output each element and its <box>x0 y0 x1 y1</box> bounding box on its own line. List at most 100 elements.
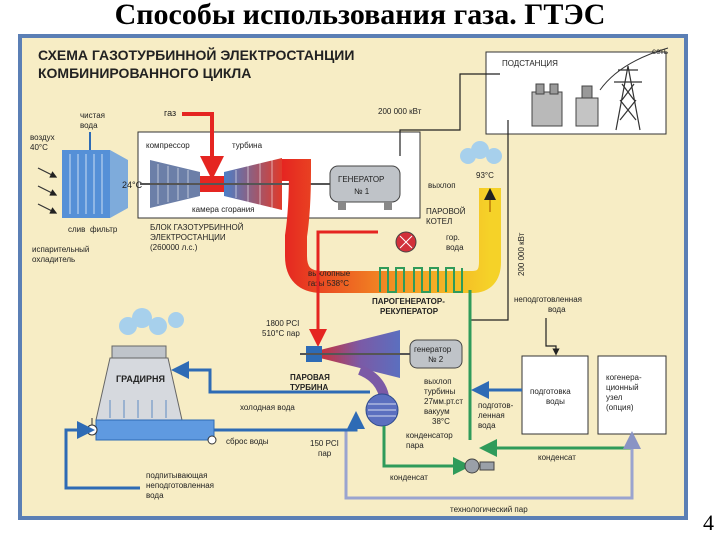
turbine-label: турбина <box>232 141 263 150</box>
gt-block-label-1: БЛОК ГАЗОТУРБИННОЙ <box>150 223 244 232</box>
condenser <box>357 365 399 427</box>
makeup-water-label-3: вода <box>146 491 164 500</box>
generator2-label-1: генератор <box>414 345 452 354</box>
turbine-exhaust-label-5: 38°C <box>432 417 450 426</box>
prepared-water-label-3: вода <box>478 421 496 430</box>
air-arrows <box>37 167 58 214</box>
temp-24-label: 24°C <box>122 180 143 190</box>
hrsg-label-1: ПАРОГЕНЕРАТОР- <box>372 297 445 306</box>
clean-water-label-1: чистая <box>80 111 105 120</box>
exhaust-duct <box>282 159 501 293</box>
power-line-gen2 <box>470 120 509 321</box>
power-pylon-icon <box>614 65 642 131</box>
gas-label: газ <box>164 108 176 118</box>
untreated-water-line <box>545 318 560 356</box>
exhaust-gases-label-1: выхлопные <box>308 269 351 278</box>
generator1-label-1: ГЕНЕРАТОР <box>338 175 384 184</box>
prepared-water-label-1: подготов- <box>478 401 514 410</box>
gt-block-label-2: ЭЛЕКТРОСТАНЦИИ <box>150 233 226 242</box>
transformer-icon-2 <box>575 85 599 127</box>
slide-title: Способы использования газа. ГТЭС <box>114 0 606 31</box>
diagram-heading-line1: СХЕМА ГАЗОТУРБИННОЙ ЭЛЕКТРОСТАНЦИИ <box>38 46 354 63</box>
gas-inlet-pipe <box>182 112 224 180</box>
condenser-label-2: пара <box>406 441 424 450</box>
cooling-tower-cloud-icon <box>119 308 184 335</box>
cooling-tower-label: ГРАДИРНЯ <box>116 374 165 384</box>
hot-return-line <box>171 361 370 394</box>
air-temp-label: 40°C <box>30 143 48 152</box>
condenser-label-1: конденсатор <box>406 431 453 440</box>
hrsg-label-2: РЕКУПЕРАТОР <box>380 307 439 316</box>
combustion-label: камера сгорания <box>192 205 255 214</box>
water-prep-box <box>521 355 589 435</box>
steam-150-label-1: 150 PCI <box>310 439 339 448</box>
air-label: воздух <box>30 133 55 142</box>
turbine-exhaust-label-2: турбины <box>424 387 456 396</box>
steam-boiler-label-2: КОТЕЛ <box>426 217 452 226</box>
turbine-exhaust-label-4: вакуум <box>424 407 450 416</box>
substation-label: ПОДСТАНЦИЯ <box>502 59 558 68</box>
filter-label: фильтр <box>90 225 118 234</box>
diagram-heading-line2: КОМБИНИРОВАННОГО ЦИКЛА <box>38 65 251 81</box>
condensate-label: конденсат <box>390 473 428 482</box>
hot-water-label-1: гор. <box>446 233 460 242</box>
power-label-gen2: 200 000 кВт <box>517 232 526 276</box>
evaporative-cooler <box>62 150 128 218</box>
process-steam-line <box>344 430 641 500</box>
hrsg-coils <box>379 267 463 293</box>
exhaust-gases-label-2: газы 538°C <box>308 279 349 288</box>
water-discharge-label: сброс воды <box>226 437 269 446</box>
makeup-water-label-2: неподготовленная <box>146 481 214 490</box>
generator1-label-2: № 1 <box>354 187 370 196</box>
steam-boiler-label-1: ПАРОВОЙ <box>426 207 466 216</box>
power-line-gen1 <box>399 73 500 156</box>
exhaust-temp-label: 93°C <box>476 171 494 180</box>
cogeneration-box <box>597 355 667 435</box>
water-prep-label-2: воды <box>546 397 565 406</box>
cogeneration-label-1: когенера- <box>606 373 642 382</box>
pump-icon <box>464 458 495 474</box>
power-label-gen1: 200 000 кВт <box>378 107 422 116</box>
exhaust-label: выхлоп <box>428 181 456 190</box>
exhaust-cloud-icon <box>460 141 502 164</box>
cooling-tower <box>95 345 215 441</box>
transformer-icon <box>531 83 563 127</box>
steam-1800-pipe <box>309 230 378 347</box>
evap-cooler-label-1: испарительный <box>32 245 89 254</box>
water-prep-label-1: подготовка <box>530 387 571 396</box>
grid-line <box>599 47 669 91</box>
prepared-water-label-2: ленная <box>478 411 505 420</box>
turbine-exhaust-label-1: выхлоп <box>424 377 452 386</box>
untreated-water-label-2: вода <box>548 305 566 314</box>
cold-water-label: холодная вода <box>240 403 295 412</box>
process-steam-label: технологический пар <box>450 505 528 514</box>
gas-turbine <box>140 158 330 210</box>
discharge-valve-icon <box>207 435 217 445</box>
steam-turbine-label-1: ПАРОВАЯ <box>290 373 330 382</box>
turbine-exhaust-label-3: 27мм.рт.ст <box>424 397 463 406</box>
gt-block-label-3: (260000 л.с.) <box>150 243 198 252</box>
generator-1 <box>329 165 401 210</box>
condensate-label-right: конденсат <box>538 453 576 462</box>
drain-label: слив <box>68 225 85 234</box>
generator-2 <box>409 339 463 369</box>
compressor-label: компрессор <box>146 141 190 150</box>
evap-cooler-label-2: охладитель <box>32 255 75 264</box>
steam-boiler <box>395 231 417 253</box>
generator2-label-2: № 2 <box>428 355 444 364</box>
makeup-water-label-1: подпитывающая <box>146 471 207 480</box>
clean-water-label-2: вода <box>80 121 98 130</box>
steam-1800-label-1: 1800 PCI <box>266 319 299 328</box>
steam-150-label-2: пар <box>318 449 332 458</box>
cogeneration-label-3: узел <box>606 393 623 402</box>
page-number: 4 <box>703 510 714 535</box>
cold-water-line <box>214 411 365 432</box>
grid-label: сеть <box>652 47 668 56</box>
cogeneration-label-2: ционный <box>606 383 639 392</box>
untreated-water-label-1: неподготовленная <box>514 295 582 304</box>
steam-1800-label-2: 510°C пар <box>262 329 300 338</box>
hot-water-label-2: вода <box>446 243 464 252</box>
steam-turbine <box>300 330 412 378</box>
condensate-line <box>382 426 471 475</box>
